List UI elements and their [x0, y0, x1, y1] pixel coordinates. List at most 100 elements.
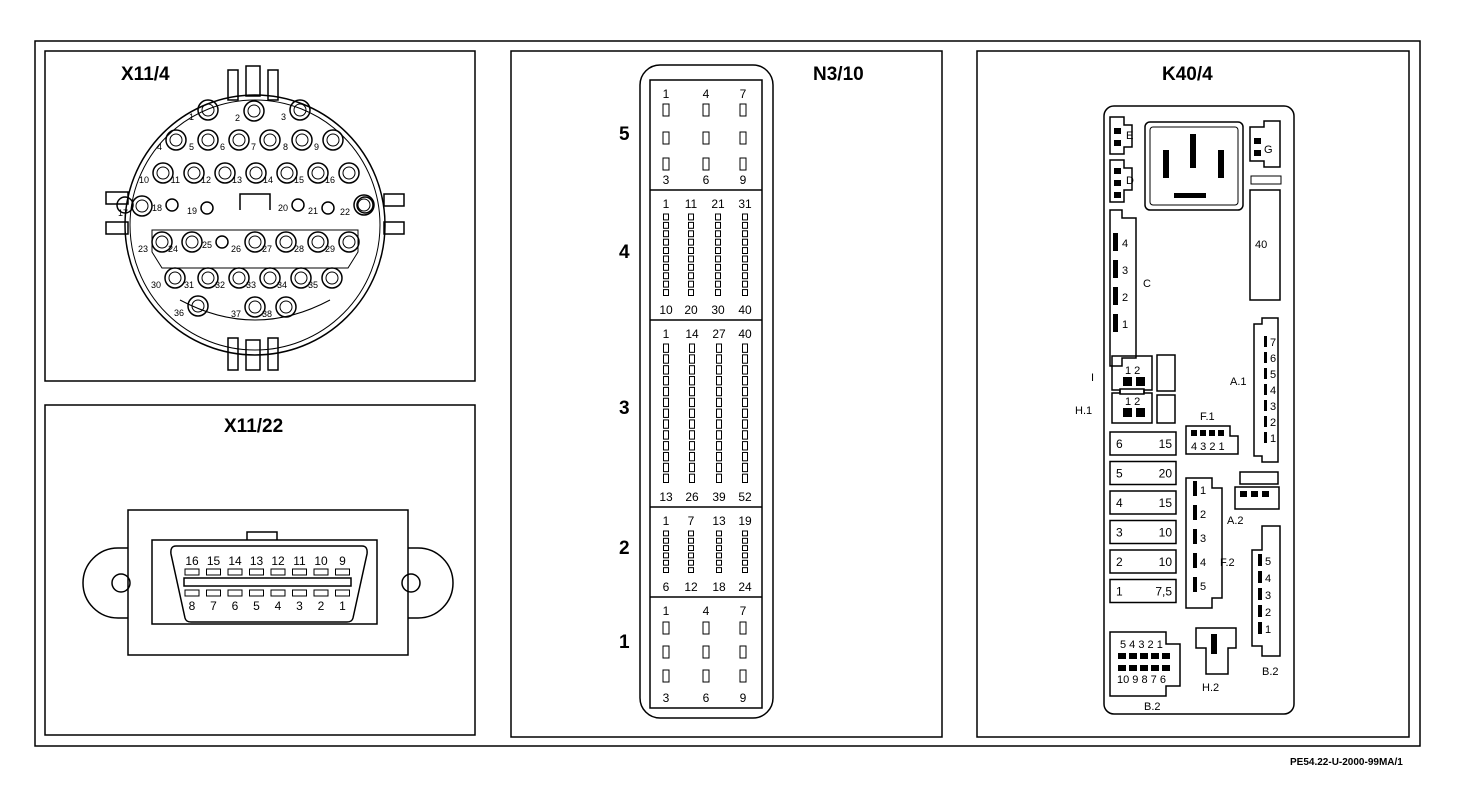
n3-10-pin [688, 289, 694, 297]
k40-4-f2-pin [1193, 529, 1197, 544]
n3-10-pin [689, 419, 695, 429]
k40-4-f2-pin-label: 5 [1200, 581, 1206, 593]
k40-4-a1-pin-label: 7 [1270, 337, 1276, 349]
k40-4-a1-pin [1264, 368, 1267, 379]
n3-10-pin [663, 376, 669, 386]
svg-text:B.2: B.2 [1144, 701, 1161, 713]
k40-4-connector-i: I 1 2 [1091, 354, 1176, 395]
k40-4-b2-pin [1258, 554, 1262, 566]
x11-4-pin: 30 [151, 267, 186, 290]
x11-4-pin: 14 [263, 162, 298, 185]
x11-22-mount-plate [127, 509, 409, 656]
k40-4-b2b-pin [1140, 665, 1148, 671]
k40-4-fuse-rating: 15 [1159, 496, 1173, 510]
n3-10-pin-label: 12 [684, 580, 698, 594]
k40-4-c-pin [1113, 314, 1118, 332]
n3-10-pin [742, 430, 748, 440]
n3-10-pin [702, 131, 710, 145]
k40-4-a1-pin [1264, 352, 1267, 363]
n3-10-pin [663, 408, 669, 418]
k40-4-f2-pin-label: 3 [1200, 533, 1206, 545]
k40-4-f1-pin [1218, 430, 1224, 436]
x11-4-pin-label: 34 [277, 280, 287, 290]
x11-4-pin-label: 29 [325, 244, 335, 254]
k40-4-b2-pin [1258, 588, 1262, 600]
n3-10-pin [688, 552, 694, 559]
n3-10-pin-label: 14 [685, 327, 699, 341]
x11-22-pin-label: 3 [296, 599, 303, 613]
n3-10-pin [742, 263, 748, 271]
n3-10-pin [742, 397, 748, 408]
x11-4-pin-label: 30 [151, 280, 161, 290]
k40-4-f1-pin [1209, 430, 1215, 436]
x11-22-pin [227, 589, 243, 597]
x11-22-pin-label: 12 [271, 554, 285, 568]
n3-10-pin [742, 419, 748, 429]
x11-4-pin-label: 33 [246, 280, 256, 290]
svg-text:E: E [1126, 130, 1133, 142]
n3-10-pin [716, 408, 722, 418]
x11-22-mount-hole-right [401, 573, 421, 593]
n3-10-pin-label: 6 [703, 173, 710, 187]
n3-10-pin [688, 255, 694, 263]
x11-4-pin-label: 5 [189, 142, 194, 152]
n3-10-pin [742, 230, 748, 238]
n3-10-pin [663, 386, 669, 397]
k40-4-b2b-pin [1129, 665, 1137, 671]
k40-4-connector-b2-bottom: 5 4 3 2 1 10 9 8 7 6 B.2 [1109, 631, 1181, 713]
n3-10-pin [662, 131, 670, 145]
x11-4-pin-label: 35 [308, 280, 318, 290]
n3-10-pin [716, 545, 722, 552]
n3-10-section-label: 2 [619, 538, 630, 559]
n3-10-pin [742, 280, 748, 288]
k40-4-fuse-number: 2 [1116, 555, 1123, 569]
n3-10-pin [715, 280, 721, 288]
x11-22-pin-label: 10 [314, 554, 328, 568]
n3-10-pin [716, 559, 722, 566]
x11-4-pin: 38 [262, 296, 297, 319]
x11-4-pin: 32 [215, 267, 250, 290]
reference-code: PE54.22-U-2000-99MA/1 [1290, 757, 1403, 768]
n3-10-pin-label: 21 [711, 197, 725, 211]
k40-4-c-pin-label: 2 [1122, 292, 1128, 304]
n3-10-pin [662, 621, 670, 635]
x11-22-pin-label: 13 [250, 554, 264, 568]
n3-10-pin [739, 157, 747, 171]
k40-4-a1-pin-label: 1 [1270, 433, 1276, 445]
n3-10-section-label: 4 [619, 242, 630, 263]
x11-4-pin: 13 [232, 162, 267, 185]
n3-10-sections: 5134679411011202130314031131426273940522… [619, 87, 752, 705]
n3-10-pin [742, 343, 748, 353]
n3-10-pin [742, 408, 748, 418]
n3-10-pin [739, 103, 747, 117]
x11-4-pin-label: 2 [235, 113, 240, 123]
x11-4-pin: 33 [246, 267, 281, 290]
x11-4-pin-label: 20 [278, 203, 288, 213]
k40-4-b2b-pin [1162, 665, 1170, 671]
n3-10-section-label: 5 [619, 124, 630, 145]
n3-10-pin [688, 247, 694, 255]
n3-10-pin [739, 669, 747, 683]
n3-10-pin [716, 397, 722, 408]
k40-4-connector-a2: A.2 [1227, 471, 1280, 527]
k40-4-b2-pin-label: 4 [1265, 573, 1271, 585]
n3-10-pin [663, 213, 669, 221]
n3-10-pin [663, 559, 669, 566]
k40-4-b2b-pin [1140, 653, 1148, 659]
x11-22-title: X11/22 [224, 416, 283, 437]
n3-10-pin-label: 7 [688, 514, 695, 528]
x11-4-pin-label: 18 [152, 203, 162, 213]
k40-4-f2-pin [1193, 553, 1197, 568]
svg-text:D: D [1126, 175, 1134, 187]
svg-text:I: I [1091, 372, 1094, 384]
svg-text:G: G [1264, 144, 1273, 156]
